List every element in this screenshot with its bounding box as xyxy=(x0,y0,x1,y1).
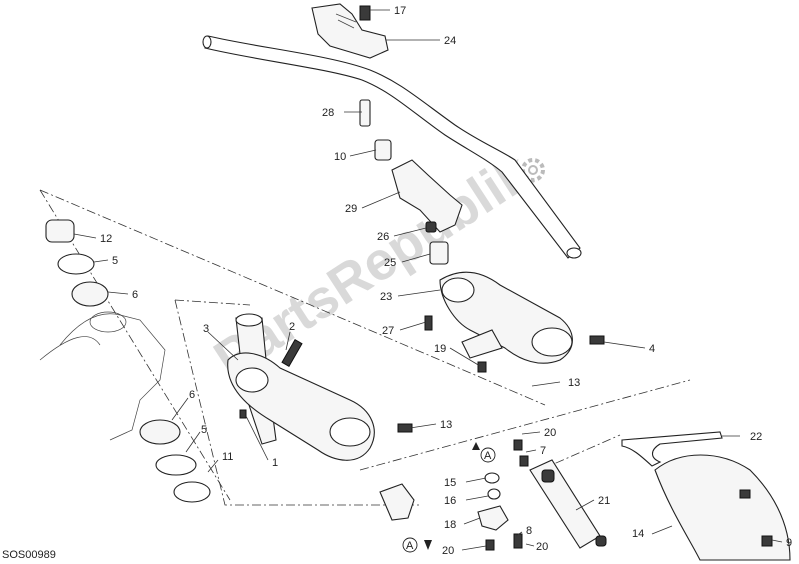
riser-assembly xyxy=(359,99,463,265)
callout-9: 9 xyxy=(786,537,792,549)
callout-20-left: 20 xyxy=(442,545,454,557)
callout-19: 19 xyxy=(434,343,446,355)
callout-29: 29 xyxy=(345,203,357,215)
handlebar-clamp xyxy=(311,3,389,59)
callout-6-upper: 6 xyxy=(132,289,138,301)
callout-16: 16 xyxy=(444,495,456,507)
callout-17: 17 xyxy=(394,5,406,17)
reference-mark-a-lower: A xyxy=(402,537,432,553)
diagram-code: SOS00989 xyxy=(2,549,56,561)
callout-5-upper: 5 xyxy=(112,255,118,267)
callout-12: 12 xyxy=(100,233,112,245)
reference-label: A xyxy=(484,450,492,462)
reference-label: A xyxy=(406,540,414,552)
callout-14: 14 xyxy=(632,528,644,540)
callouts: 17 24 28 10 29 26 25 23 27 19 4 13 12 5 … xyxy=(100,5,792,557)
callout-22: 22 xyxy=(750,431,762,443)
steering-damper xyxy=(379,439,607,551)
callout-20-right: 20 xyxy=(536,541,548,553)
leader-lines xyxy=(73,9,783,551)
lower-triple-clamp xyxy=(227,313,413,461)
assembly-boundaries xyxy=(39,189,691,506)
callout-15: 15 xyxy=(444,477,456,489)
steering-bearings xyxy=(45,219,211,503)
callout-2: 2 xyxy=(289,321,295,333)
callout-6-lower: 6 xyxy=(189,389,195,401)
callout-20-top: 20 xyxy=(544,427,556,439)
callout-5-lower: 5 xyxy=(201,424,207,436)
callout-25: 25 xyxy=(384,257,396,269)
callout-23: 23 xyxy=(380,291,392,303)
callout-26: 26 xyxy=(377,231,389,243)
callout-13-upper: 13 xyxy=(568,377,580,389)
callout-4: 4 xyxy=(649,343,655,355)
upper-triple-clamp xyxy=(424,271,605,373)
damper-bracket xyxy=(621,431,791,561)
callout-21: 21 xyxy=(598,495,610,507)
callout-3: 3 xyxy=(203,323,209,335)
callout-10: 10 xyxy=(334,151,346,163)
callout-24: 24 xyxy=(444,35,456,47)
callout-28: 28 xyxy=(322,107,334,119)
callout-1: 1 xyxy=(272,457,278,469)
callout-11: 11 xyxy=(222,451,233,463)
callout-8: 8 xyxy=(526,525,532,537)
callout-18: 18 xyxy=(444,519,456,531)
reference-mark-a-upper: A xyxy=(472,442,496,463)
callout-7: 7 xyxy=(540,445,546,457)
frame-head xyxy=(39,311,166,441)
handlebar xyxy=(202,35,582,259)
callout-13-lower: 13 xyxy=(440,419,452,431)
callout-27: 27 xyxy=(382,325,394,337)
